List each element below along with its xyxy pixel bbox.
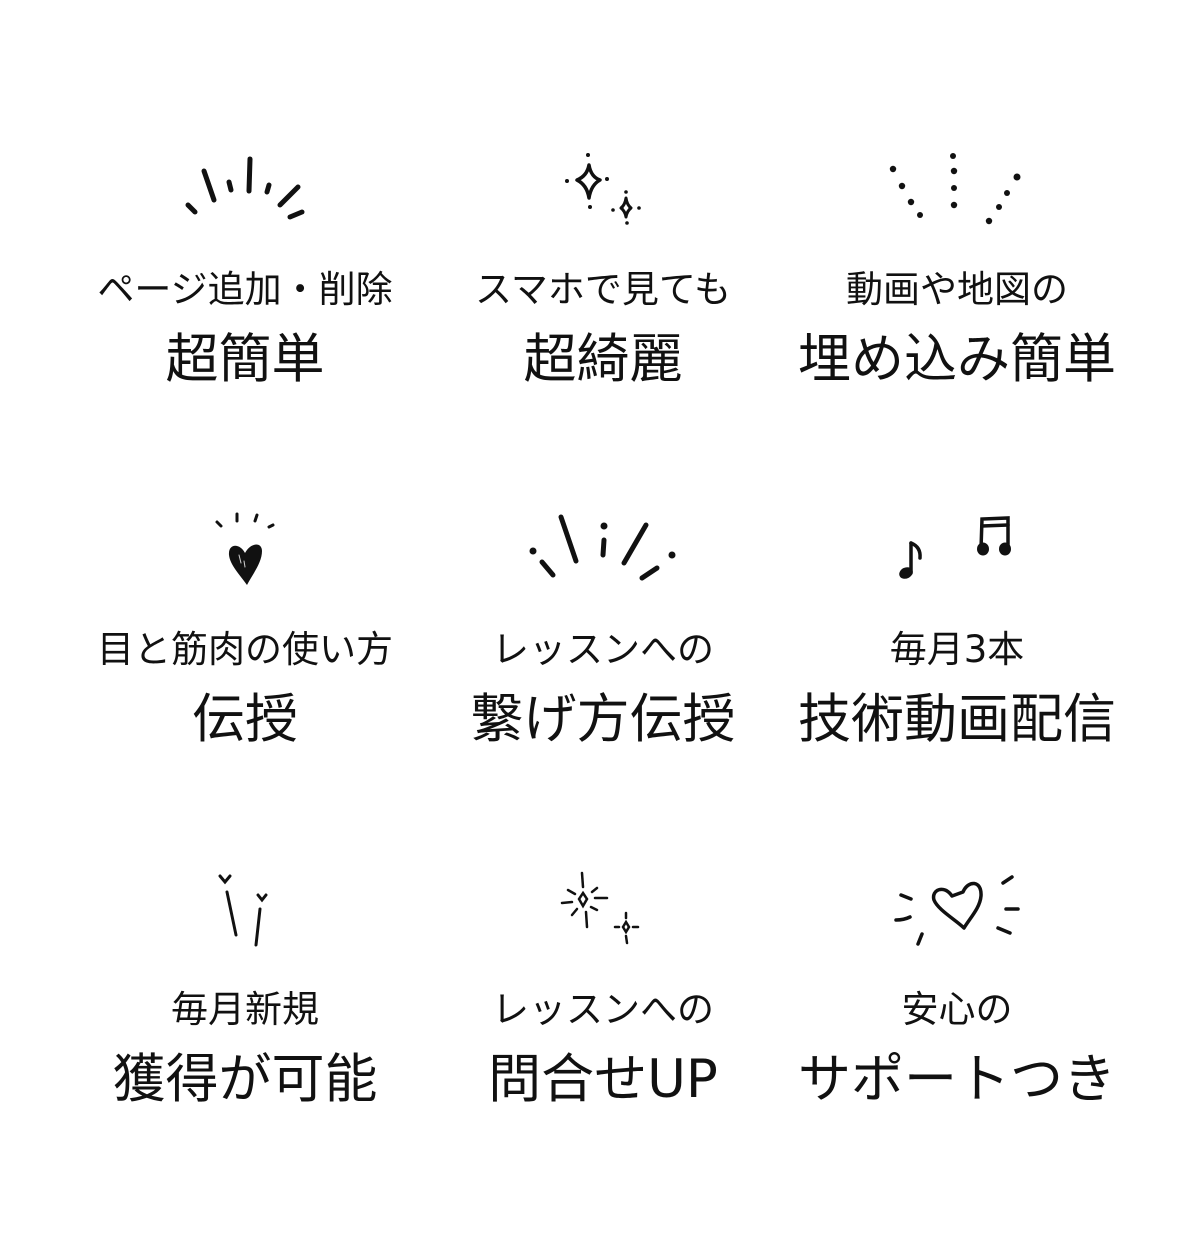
heart-outline-icon — [767, 860, 1147, 960]
feature-card-mobile: スマホで見ても 超綺麗 — [413, 140, 793, 470]
feature-subtitle: 安心の — [901, 988, 1013, 1031]
feature-headline: 問合せUP — [488, 1049, 718, 1110]
burst-lines-icon — [413, 500, 793, 600]
feature-subtitle: 毎月新規 — [171, 988, 319, 1031]
feature-headline: 獲得が可能 — [112, 1049, 378, 1110]
feature-headline: 繋げ方伝授 — [470, 689, 736, 750]
feature-headline: 超綺麗 — [523, 329, 683, 390]
heart-sprouts-icon — [55, 860, 435, 960]
feature-headline: サポートつき — [798, 1049, 1116, 1110]
feature-card-easy-pages: ページ追加・削除 超簡単 — [55, 140, 435, 470]
feature-headline: 技術動画配信 — [798, 689, 1116, 750]
twinkle-icon — [413, 860, 793, 960]
feature-subtitle: 目と筋肉の使い方 — [97, 628, 393, 671]
feature-headline: 伝授 — [192, 689, 298, 750]
feature-card-monthly-video: 毎月3本 技術動画配信 — [767, 500, 1147, 830]
dotted-rays-icon — [767, 140, 1147, 240]
heart-filled-icon — [55, 500, 435, 600]
feature-subtitle: スマホで見ても — [474, 268, 732, 311]
feature-card-lesson-connect: レッスンへの 繋げ方伝授 — [413, 500, 793, 830]
feature-subtitle: ページ追加・削除 — [97, 268, 393, 311]
feature-subtitle: レッスンへの — [492, 628, 714, 671]
feature-card-embed: 動画や地図の 埋め込み簡単 — [767, 140, 1147, 470]
feature-subtitle: レッスンへの — [492, 988, 714, 1031]
feature-card-eye-muscle: 目と筋肉の使い方 伝授 — [55, 500, 435, 830]
feature-subtitle: 毎月3本 — [889, 628, 1025, 671]
feature-card-new-customers: 毎月新規 獲得が可能 — [55, 860, 435, 1190]
feature-headline: 埋め込み簡単 — [798, 329, 1116, 390]
feature-card-inquiries: レッスンへの 問合せUP — [413, 860, 793, 1190]
feature-card-support: 安心の サポートつき — [767, 860, 1147, 1190]
sparkle-icon — [413, 140, 793, 240]
feature-subtitle: 動画や地図の — [846, 268, 1068, 311]
feature-headline: 超簡単 — [165, 329, 325, 390]
music-notes-icon — [767, 500, 1147, 600]
radiating-lines-icon — [55, 140, 435, 240]
